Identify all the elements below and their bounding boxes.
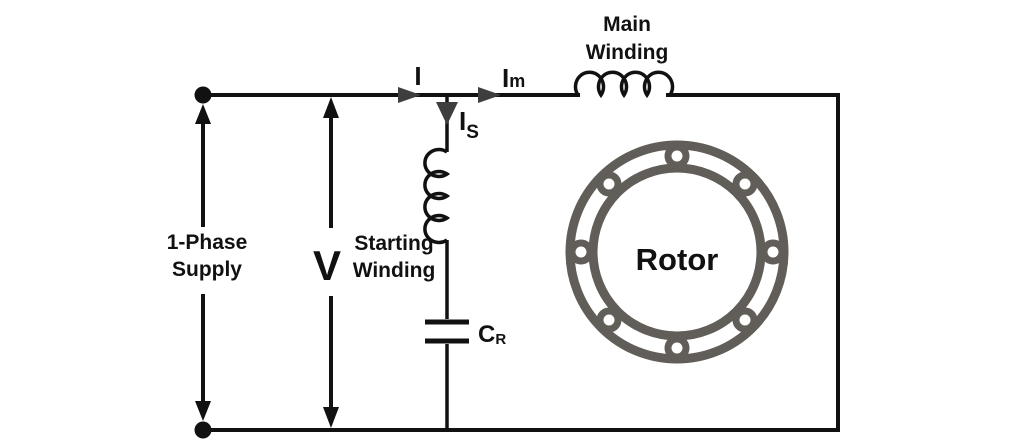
voltage-arrow: V bbox=[313, 97, 341, 428]
rotor-label: Rotor bbox=[636, 242, 719, 277]
circuit-wires bbox=[201, 93, 840, 432]
rotor: Rotor bbox=[565, 140, 789, 364]
supply-terminal-bottom bbox=[194, 421, 212, 439]
voltage-arrowhead-up bbox=[323, 97, 339, 118]
starting-winding-coil bbox=[423, 147, 451, 245]
supply-arrowhead-down bbox=[195, 401, 211, 421]
starting-branch: IS Starting Winding CR bbox=[353, 95, 506, 430]
supply-branch: 1-Phase Supply bbox=[167, 86, 248, 439]
rotor-ball-top-right bbox=[732, 171, 758, 197]
current-i-label: I bbox=[414, 61, 421, 91]
supply-arrowhead-up bbox=[195, 104, 211, 124]
current-is-arrowhead bbox=[436, 102, 458, 125]
current-is-label: IS bbox=[459, 106, 479, 143]
voltage-arrowhead-down bbox=[323, 407, 339, 428]
main-winding-coil bbox=[573, 70, 675, 99]
current-arrow-main: Im bbox=[478, 63, 525, 103]
top-right-bottom-wire bbox=[201, 93, 840, 432]
voltage-label: V bbox=[313, 242, 341, 289]
starting-winding-label-line1: Starting bbox=[354, 232, 433, 255]
rotor-ball-left bbox=[568, 239, 594, 265]
rotor-ball-bottom bbox=[664, 335, 690, 361]
rotor-ball-right bbox=[760, 239, 786, 265]
main-winding: Main Winding bbox=[573, 13, 675, 99]
supply-label-line1: 1-Phase bbox=[167, 231, 248, 254]
current-im-label: Im bbox=[502, 63, 525, 93]
rotor-ball-bottom-left bbox=[596, 307, 622, 333]
main-winding-label-line1: Main bbox=[603, 13, 651, 36]
rotor-ball-top bbox=[664, 143, 690, 169]
supply-label-line2: Supply bbox=[172, 258, 242, 281]
capacitor-label: CR bbox=[478, 321, 506, 348]
current-arrow-total: I bbox=[398, 61, 422, 103]
supply-terminal-top bbox=[194, 86, 212, 104]
current-im-arrowhead bbox=[478, 87, 501, 103]
main-winding-label-line2: Winding bbox=[586, 41, 669, 64]
current-i-arrowhead bbox=[398, 87, 421, 103]
starting-winding-label-line2: Winding bbox=[353, 259, 436, 282]
rotor-ball-bottom-right bbox=[732, 307, 758, 333]
rotor-ball-top-left bbox=[596, 171, 622, 197]
